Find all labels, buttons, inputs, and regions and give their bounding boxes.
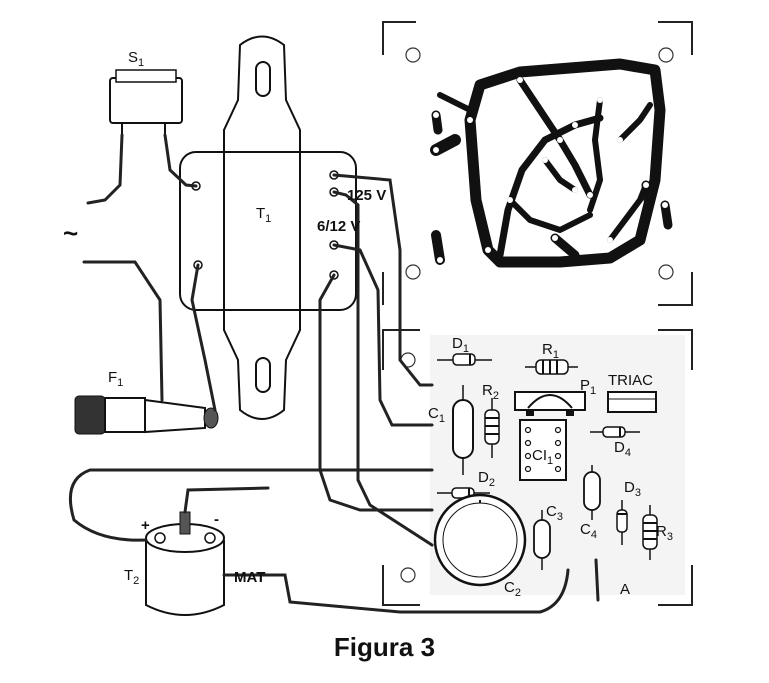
- label-c2: C2: [504, 579, 521, 599]
- label-d2: D2: [478, 469, 495, 489]
- label-r2: R2: [482, 382, 499, 402]
- label-r1: R1: [542, 341, 559, 361]
- label-minus: -: [214, 511, 219, 528]
- potentiometer-p1: [514, 391, 586, 416]
- resistor-r2: [484, 398, 500, 458]
- label-6-12v: 6/12 V: [317, 218, 360, 235]
- motor-t2: [145, 511, 225, 616]
- label-c1: C1: [428, 405, 445, 425]
- capacitor-c3: [533, 510, 551, 570]
- label-s1: S1: [128, 49, 144, 69]
- fuse-holder-f1: [74, 395, 219, 435]
- capacitor-c1: [452, 385, 474, 475]
- label-p1: P1: [580, 377, 596, 397]
- label-r3: R3: [656, 523, 673, 543]
- label-d1: D1: [452, 335, 469, 355]
- transformer-t1: [179, 35, 357, 420]
- resistor-r1: [525, 359, 578, 375]
- diode-d1: [437, 353, 492, 366]
- label-ci1: CI1: [532, 447, 553, 467]
- wires: [68, 133, 600, 614]
- label-d4: D4: [614, 439, 631, 459]
- label-c3: C3: [546, 503, 563, 523]
- resistor-r3: [642, 505, 658, 560]
- diode-d4: [590, 426, 640, 438]
- triac: [607, 391, 657, 413]
- label-f1: F1: [108, 369, 123, 389]
- label-triac: TRIAC: [608, 372, 653, 389]
- capacitor-c4: [583, 465, 601, 520]
- label-point-a: A: [620, 581, 630, 598]
- label-d3: D3: [624, 479, 641, 499]
- label-t1: T1: [256, 205, 271, 225]
- label-125v: 125 V: [347, 187, 386, 204]
- label-t2: T2: [124, 567, 139, 587]
- ac-symbol: ~: [63, 218, 78, 248]
- pcb-copper-side: [382, 21, 693, 306]
- label-plus: +: [141, 517, 150, 534]
- figure-caption: Figura 3: [333, 632, 436, 662]
- pcb-components: [433, 353, 658, 587]
- label-c4: C4: [580, 521, 597, 541]
- diode-d3: [616, 500, 628, 545]
- labels: S1 T1 125 V 6/12 V ~ F1 T2 MAT + - D1 R1…: [63, 49, 673, 599]
- ic-ci1: [519, 419, 567, 481]
- label-mat: MAT: [234, 569, 265, 586]
- switch-s1: [109, 69, 183, 135]
- capacitor-c2: [433, 493, 527, 587]
